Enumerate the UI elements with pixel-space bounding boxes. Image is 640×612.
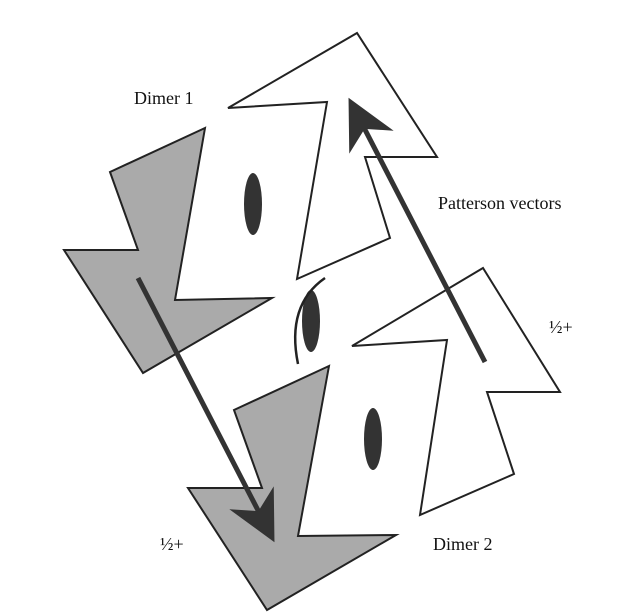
patterson-vector-arrow-up bbox=[348, 97, 488, 364]
dimer1-label: Dimer 1 bbox=[134, 88, 193, 108]
dimer1-grey-molecule bbox=[62, 126, 276, 375]
half-plus-label-right: ½+ bbox=[549, 317, 573, 337]
screw-axis-icon bbox=[293, 276, 326, 365]
twofold-axis-icon-upper bbox=[244, 173, 262, 235]
patterson-vectors-label: Patterson vectors bbox=[438, 193, 561, 213]
twofold-axis-icon-lower bbox=[364, 408, 382, 470]
half-plus-label-bottom: ½+ bbox=[160, 534, 184, 554]
dimer2-label: Dimer 2 bbox=[433, 534, 492, 554]
patterson-vector-arrow-down bbox=[135, 276, 275, 543]
dimer2-grey-molecule bbox=[186, 364, 400, 612]
dimer1-white-molecule bbox=[227, 31, 439, 281]
dimer2-white-molecule bbox=[351, 266, 562, 517]
